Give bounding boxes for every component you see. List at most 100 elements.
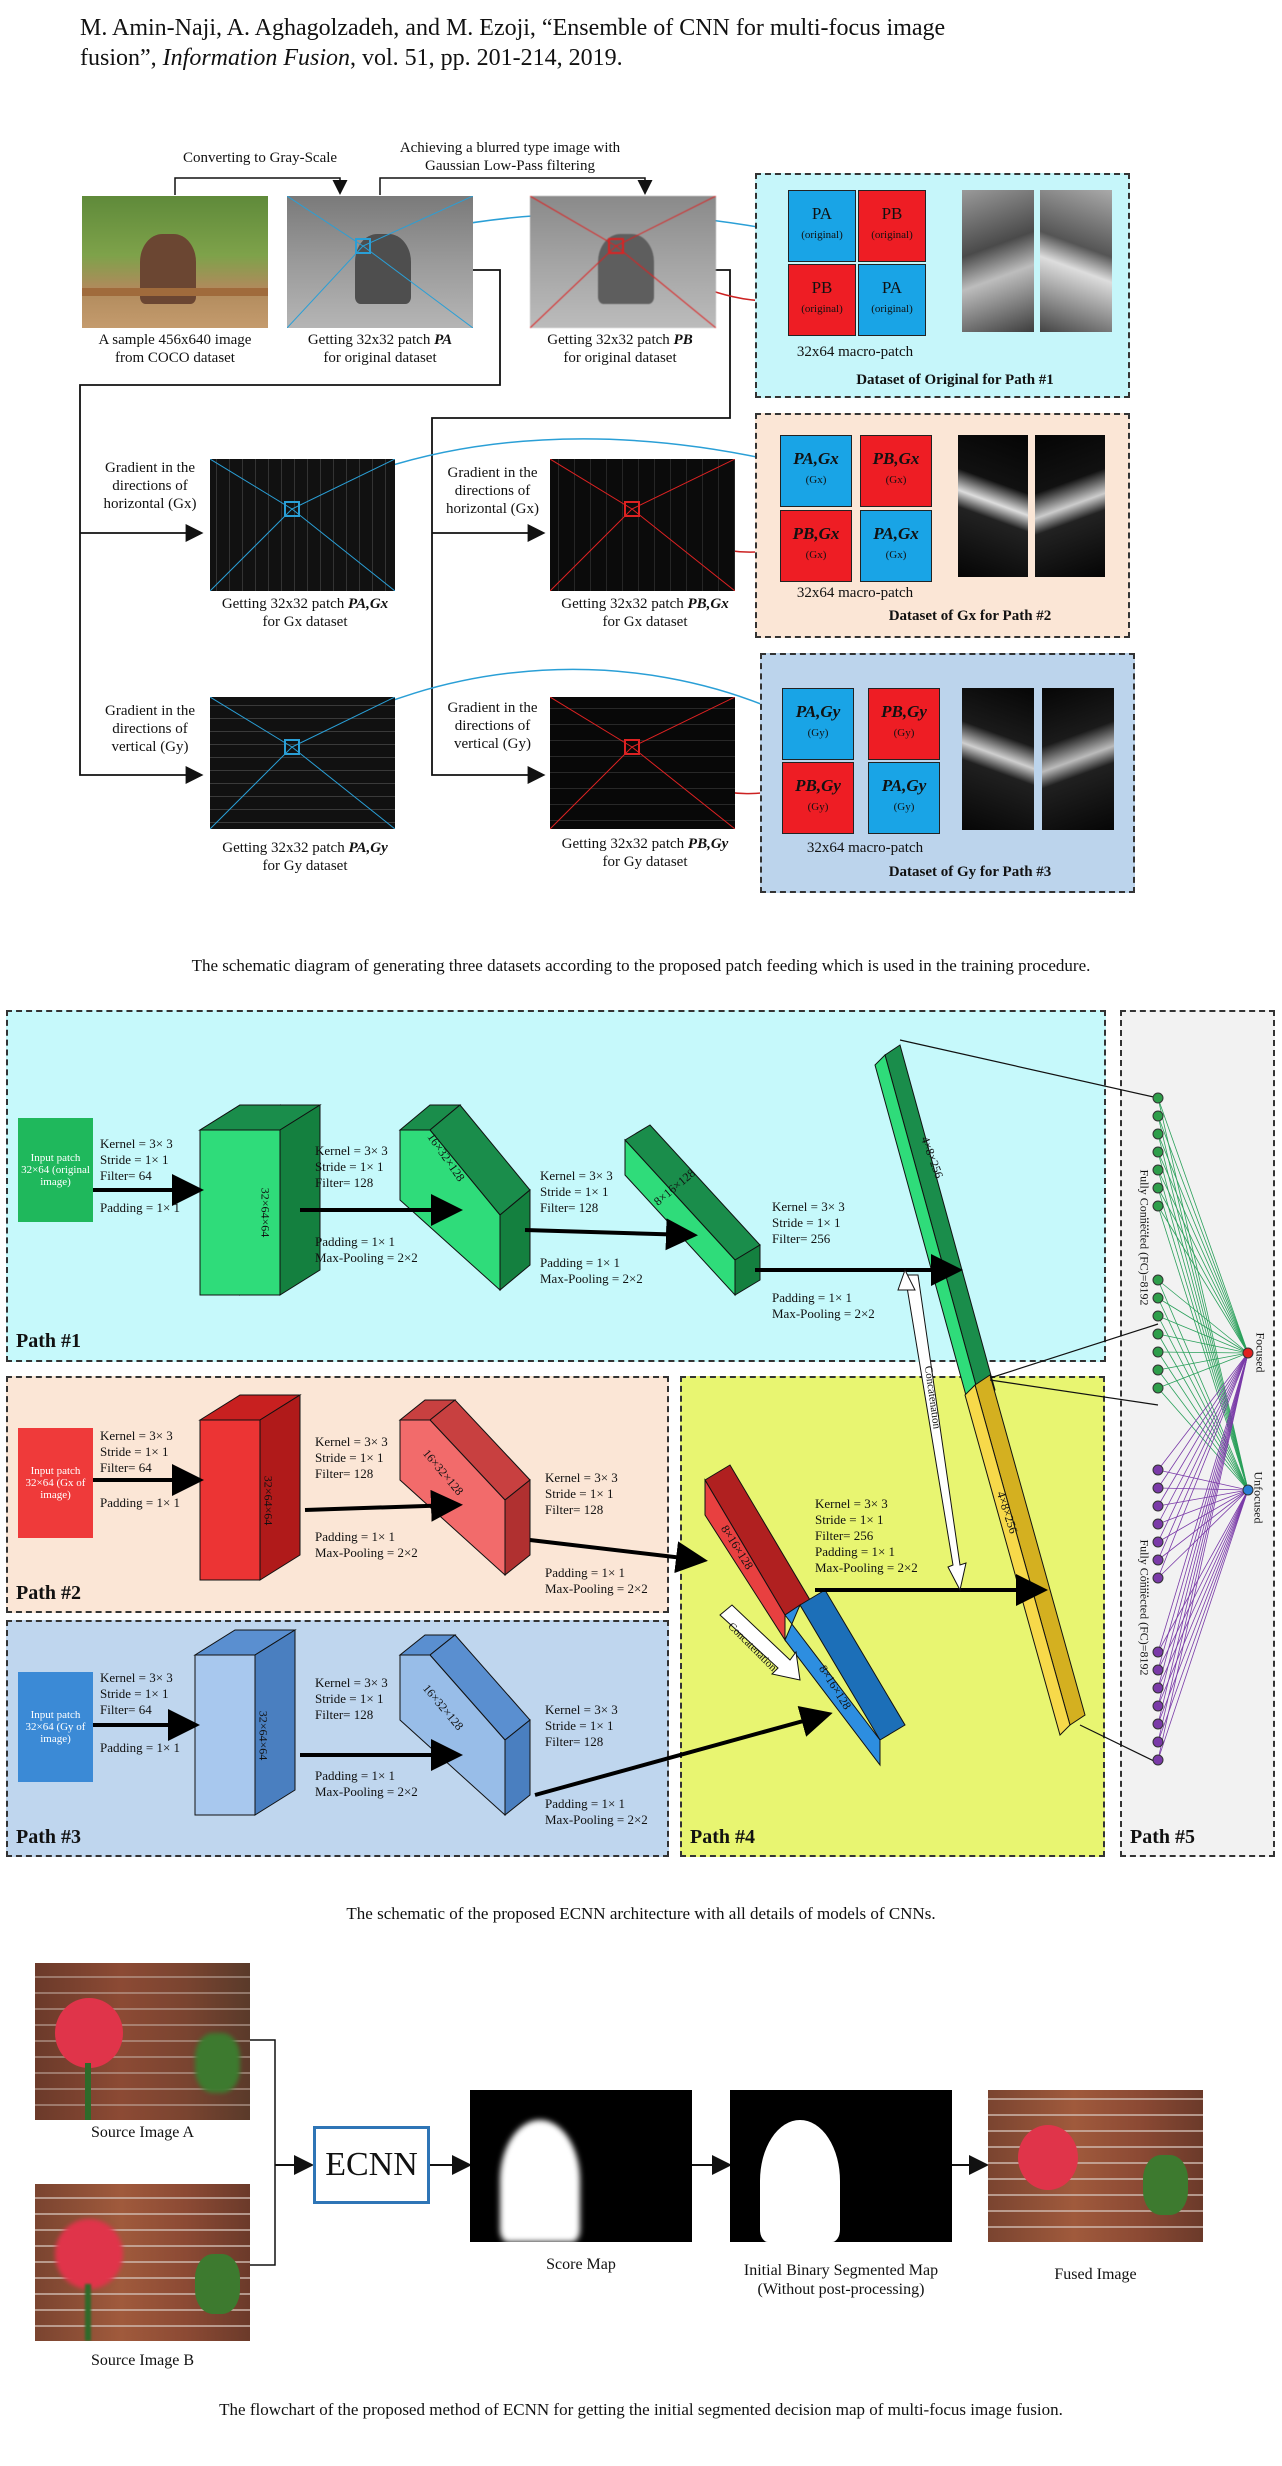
- fc-link: [1157, 1333, 1249, 1354]
- p2-conv2-padding: Padding = 1× 1: [315, 1529, 396, 1544]
- p2-conv2-pool: Max-Pooling = 2×2: [315, 1545, 418, 1560]
- gy-mid-label-1: Gradient in the: [447, 700, 538, 716]
- p1-conv1-padding: Padding = 1× 1: [100, 1200, 181, 1215]
- p2-conv3-kernel: Kernel = 3× 3: [545, 1470, 618, 1485]
- p4-pool: Max-Pooling = 2×2: [815, 1560, 918, 1575]
- macro-patch-original-a: [962, 190, 1034, 332]
- fc-link: [1157, 1169, 1249, 1354]
- p1-conv2-stride: Stride = 1× 1: [315, 1159, 384, 1174]
- fc-link: [1157, 1352, 1249, 1371]
- p1-conv4-stride: Stride = 1× 1: [772, 1215, 841, 1230]
- fc-link: [1157, 1097, 1249, 1354]
- plant-pot-a: [195, 2033, 240, 2093]
- score-map-blob: [500, 2120, 580, 2242]
- gy-left-label-1: Gradient in the: [105, 703, 195, 719]
- pbgy-caption-1: Getting 32x32 patch PB,Gy: [561, 836, 729, 852]
- dataset-title-3: Dataset of Gy for Path #3: [888, 864, 1052, 880]
- path1-label: Path #1: [16, 1330, 81, 1352]
- gx-left-label-2: directions of: [112, 478, 188, 494]
- patch-pagx-marker: [284, 501, 300, 517]
- source-b-label: Source Image B: [90, 2352, 195, 2369]
- fc-link: [1157, 1169, 1249, 1491]
- plant-pot-fused: [1143, 2155, 1188, 2215]
- fc-link: [1157, 1489, 1249, 1725]
- p1-conv1-filter: Filter= 64: [100, 1168, 152, 1183]
- fc-link: [1157, 1115, 1249, 1491]
- blurred-image: [530, 196, 716, 328]
- p3-conv2-pool: Max-Pooling = 2×2: [315, 1784, 418, 1799]
- fc-link: [1157, 1489, 1249, 1689]
- fc-link: [1157, 1352, 1249, 1725]
- fc-neuron: [1152, 1310, 1164, 1322]
- pbgx-caption-1: Getting 32x32 patch PB,Gx: [561, 596, 729, 612]
- fc-neuron: [1152, 1092, 1164, 1104]
- cell-pbgx-1: PB,Gx(Gx): [860, 435, 932, 507]
- p1-conv4-padding: Padding = 1× 1: [772, 1290, 853, 1305]
- fc-link: [1157, 1352, 1249, 1707]
- patch-pbgx-marker: [624, 501, 640, 517]
- output-focused-neuron: [1242, 1347, 1254, 1359]
- fc-link: [1157, 1469, 1249, 1491]
- p3-conv2-stride: Stride = 1× 1: [315, 1691, 384, 1706]
- pa-caption-2: for original dataset: [323, 350, 437, 366]
- gy-image-a: [210, 697, 395, 829]
- fc-link: [1157, 1489, 1249, 1653]
- pbgx-caption-2: for Gx dataset: [602, 614, 688, 630]
- patch-pbgy-marker: [624, 739, 640, 755]
- cell-pb-original-1: PB(original): [858, 190, 926, 262]
- cell-pb-original-2: PB(original): [788, 264, 856, 336]
- macro-patch-gx-b: [1035, 435, 1105, 577]
- p1-conv2-filter: Filter= 128: [315, 1175, 374, 1190]
- p3-conv2-kernel: Kernel = 3× 3: [315, 1675, 388, 1690]
- score-map-image: [470, 2090, 692, 2242]
- p2-conv2-stride: Stride = 1× 1: [315, 1450, 384, 1465]
- cell-pagy-1: PA,Gy(Gy): [782, 688, 854, 760]
- macro-patch-gy-b: [1042, 688, 1114, 830]
- label-gray-scale: Converting to Gray-Scale: [182, 150, 338, 166]
- rose-stem-a: [85, 2063, 91, 2120]
- source-a-label: Source Image A: [90, 2124, 195, 2141]
- p2-conv1-padding: Padding = 1× 1: [100, 1495, 181, 1510]
- fc-neuron: [1152, 1382, 1164, 1394]
- fc-neuron: [1152, 1682, 1164, 1694]
- figure3-caption: The flowchart of the proposed method of …: [219, 2400, 1063, 2419]
- fc-link: [1157, 1133, 1249, 1491]
- fc-link: [1157, 1151, 1249, 1491]
- cell-pagy-2: PA,Gy(Gy): [868, 762, 940, 834]
- p3-conv3-filter: Filter= 128: [545, 1734, 604, 1749]
- p3-conv3-padding: Padding = 1× 1: [545, 1796, 626, 1811]
- path4-label: Path #4: [690, 1826, 755, 1848]
- fc-neuron: [1152, 1164, 1164, 1176]
- gx-image-b: [550, 459, 735, 591]
- p2-conv3-stride: Stride = 1× 1: [545, 1486, 614, 1501]
- fc-neuron: [1152, 1718, 1164, 1730]
- pagy-caption-1: Getting 32x32 patch PA,Gy: [222, 840, 388, 856]
- patch-pb-marker: [608, 238, 624, 254]
- fc-link: [1157, 1489, 1249, 1671]
- fc-neuron: [1152, 1364, 1164, 1376]
- fc-link: [1157, 1352, 1249, 1389]
- path3-box: [6, 1620, 669, 1857]
- dataset-title-1: Dataset of Original for Path #1: [856, 372, 1054, 388]
- fc-neuron: [1152, 1482, 1164, 1494]
- gray-original-image: [287, 196, 473, 328]
- cell-pagx-1: PA,Gx(Gx): [780, 435, 852, 507]
- gx-mid-label-1: Gradient in the: [447, 465, 538, 481]
- fc-link: [1157, 1489, 1249, 1743]
- pagx-caption-2: for Gx dataset: [262, 614, 348, 630]
- fc-link: [1157, 1097, 1249, 1491]
- p4-filter: Filter= 256: [815, 1528, 874, 1543]
- fc-neuron: [1152, 1146, 1164, 1158]
- pa-caption-1: Getting 32x32 patch PA: [307, 332, 453, 348]
- p1-conv2-pool: Max-Pooling = 2×2: [315, 1250, 418, 1265]
- fc-link: [1157, 1352, 1249, 1543]
- fc-link: [1157, 1487, 1249, 1491]
- fc-neuron: [1152, 1182, 1164, 1194]
- input-patch-gy: Input patch 32×64 (Gy of image): [18, 1672, 93, 1782]
- p2-conv3-filter: Filter= 128: [545, 1502, 604, 1517]
- pbgy-caption-2: for Gy dataset: [602, 854, 688, 870]
- fc-link: [1157, 1489, 1249, 1543]
- citation-line-1: M. Amin-Naji, A. Aghagolzadeh, and M. Ez…: [80, 15, 946, 41]
